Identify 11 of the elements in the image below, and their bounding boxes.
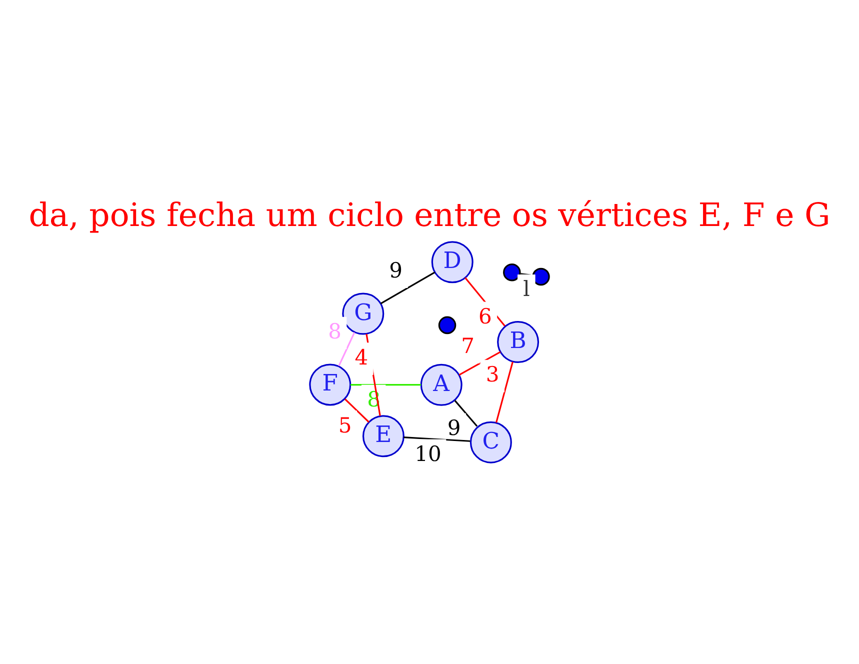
edge-label: 10: [414, 441, 442, 466]
edge-label: 9: [389, 258, 403, 282]
edge-label: 8: [328, 319, 342, 344]
edge-label: 7: [461, 333, 475, 358]
edge-label: l: [523, 276, 530, 301]
diagram-title: da, pois fecha um ciclo entre os vértices E, F e G: [28, 195, 830, 234]
edge-label: 3: [486, 362, 500, 386]
edge-label: 4: [354, 344, 368, 369]
edge-label: 5: [338, 412, 352, 437]
edge-label: 9: [447, 416, 461, 440]
edge-label: 6: [478, 304, 492, 328]
